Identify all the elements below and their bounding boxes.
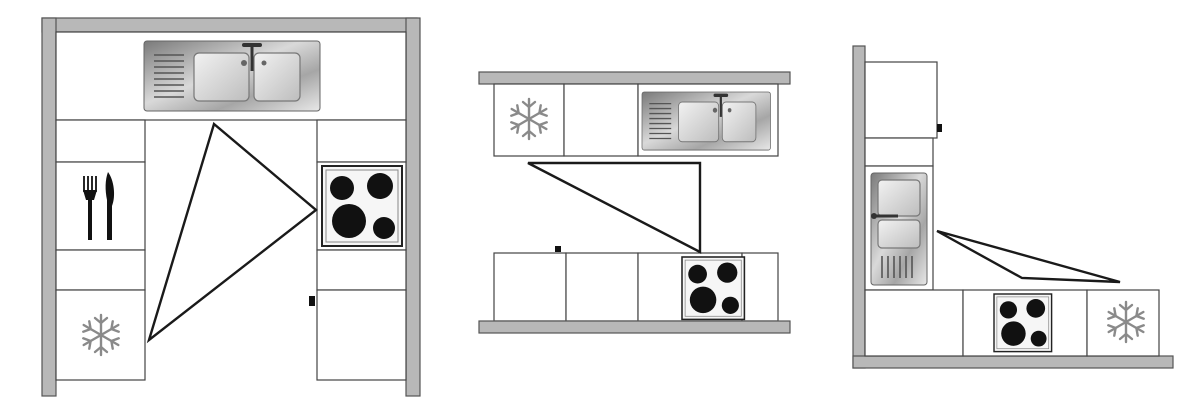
u-right-cabinet-1 — [316, 119, 407, 163]
l-left-cabinet-1 — [864, 137, 934, 167]
u-cooktop-icon — [321, 165, 403, 247]
l-bottom-wall — [852, 355, 1174, 369]
l-shaped-layout — [852, 45, 1174, 369]
galley-cooktop-icon — [681, 256, 746, 321]
l-tall-cabinet — [864, 61, 938, 139]
galley-layout — [478, 71, 791, 334]
u-shaped-layout — [41, 17, 421, 397]
galley-top-cabinet — [563, 83, 639, 157]
l-left-wall — [852, 45, 866, 369]
l-work-triangle — [936, 229, 1121, 284]
galley-bottom-cabinet-1 — [493, 252, 567, 322]
u-left-cabinet-1 — [55, 119, 146, 163]
l-handle — [937, 124, 942, 132]
u-cutlery-icon — [83, 172, 115, 240]
u-right-cabinet-3 — [316, 289, 407, 381]
l-sink-icon — [870, 172, 928, 286]
galley-bottom-wall — [478, 320, 791, 334]
l-corner-cabinet — [864, 289, 964, 357]
u-left-cabinet-3 — [55, 249, 146, 291]
l-cooktop-icon — [993, 293, 1053, 353]
u-handle — [309, 296, 315, 306]
galley-bottom-cabinet-2 — [565, 252, 639, 322]
galley-bottom-cabinet-3 — [741, 252, 779, 322]
galley-sink-icon — [640, 90, 772, 152]
u-right-wall — [405, 17, 421, 397]
u-sink-icon — [142, 39, 322, 113]
u-left-wall — [41, 17, 57, 397]
galley-handle — [555, 246, 561, 252]
u-top-wall — [41, 17, 418, 33]
u-work-triangle — [146, 121, 318, 344]
u-left-cabinet-2 — [55, 161, 146, 251]
galley-work-triangle — [527, 161, 702, 254]
galley-top-wall — [478, 71, 791, 85]
u-right-cabinet-2 — [316, 249, 407, 291]
